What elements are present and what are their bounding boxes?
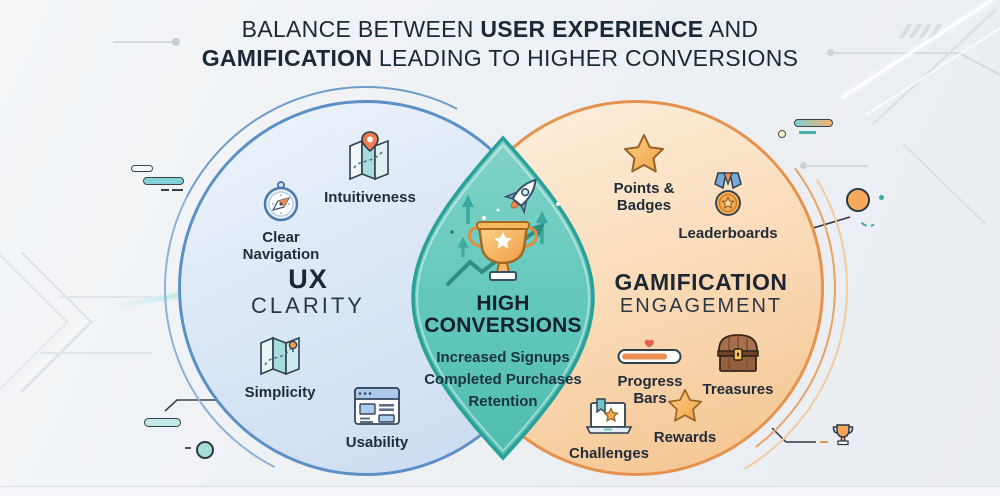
dash-decoration <box>799 131 816 134</box>
star-icon <box>623 133 665 178</box>
circuit-line <box>40 352 152 354</box>
list-item-points-badges: Points & Badges <box>599 133 689 215</box>
left-circle-title: UX <box>288 264 328 294</box>
center-item: Retention <box>468 393 538 410</box>
item-label: Simplicity <box>244 384 316 401</box>
list-item-intuitiveness: Intuitiveness <box>315 130 425 207</box>
item-label: Points & Badges <box>613 180 675 214</box>
speed-lines-decoration <box>131 165 153 172</box>
list-item-rewards: Rewards <box>650 388 720 447</box>
connector-line <box>771 427 816 443</box>
title-segment: AND <box>703 16 759 42</box>
item-label: Clear Navigation <box>242 229 320 263</box>
star-icon <box>667 388 703 427</box>
item-label: Intuitiveness <box>324 189 416 206</box>
ring-decoration <box>778 130 786 138</box>
circuit-line <box>60 296 152 298</box>
teal-dot-decoration <box>879 195 884 200</box>
circuit-line <box>806 165 868 167</box>
progress-bar-icon <box>617 336 683 371</box>
circuit-node <box>800 162 807 169</box>
left-circle-subtitle: CLARITY <box>251 293 365 318</box>
bottom-edge-strip <box>0 486 1000 496</box>
connector-line <box>810 216 851 230</box>
center-title-line2: CONVERSIONS <box>424 314 582 337</box>
list-item-challenges: Challenges <box>564 398 654 463</box>
laptop-challenge-icon <box>584 398 634 443</box>
list-item-simplicity: Simplicity <box>232 333 328 402</box>
connector-line <box>164 399 223 412</box>
list-item-usability: Usability <box>329 385 425 452</box>
circuit-line <box>902 143 987 225</box>
right-circle-title-block: GAMIFICATION ENGAGEMENT <box>595 270 807 319</box>
center-title: HIGH CONVERSIONS <box>413 293 593 337</box>
circuit-node <box>172 38 180 46</box>
teal-circle-decoration <box>196 441 214 459</box>
gradient-pill-decoration <box>794 119 833 127</box>
title-segment-bold: GAMIFICATION <box>201 45 373 71</box>
item-label: Leaderboards <box>678 225 778 242</box>
center-items-list: Increased Signups Completed Purchases Re… <box>408 347 598 413</box>
list-item-leaderboards: Leaderboards <box>673 172 783 243</box>
title-segment: BALANCE BETWEEN <box>241 16 481 42</box>
right-circle-subtitle: ENGAGEMENT <box>619 295 783 317</box>
dash-decoration <box>172 189 183 192</box>
trophy-icon <box>832 424 854 446</box>
item-label: Challenges <box>568 445 650 462</box>
dash-decoration <box>820 441 828 444</box>
circuit-node <box>827 49 834 56</box>
browser-window-icon <box>353 385 401 432</box>
venn-center-lens <box>411 135 595 461</box>
list-item-treasures: Treasures <box>694 332 782 399</box>
trophy-rocket-growth-icon <box>446 178 560 286</box>
orange-circle-decoration <box>846 188 870 212</box>
item-label: Treasures <box>702 381 774 398</box>
medal-icon <box>711 172 745 223</box>
page-title: BALANCE BETWEEN USER EXPERIENCE AND GAMI… <box>0 15 1000 73</box>
dash-decoration <box>161 189 169 192</box>
title-segment-bold: USER EXPERIENCE <box>480 16 704 42</box>
item-label: Progress Bars <box>617 373 683 407</box>
folded-map-route-icon <box>256 333 304 382</box>
item-label: Rewards <box>653 429 717 446</box>
item-label: Usability <box>345 434 409 451</box>
dash-decoration <box>185 447 191 449</box>
compass-icon <box>259 176 303 227</box>
circuit-line <box>833 52 961 54</box>
circuit-line <box>113 41 175 43</box>
left-circle-title-block: UX CLARITY <box>233 266 383 319</box>
treasure-chest-icon <box>714 332 762 379</box>
title-segment: LEADING TO HIGHER CONVERSIONS <box>372 45 799 71</box>
center-item: Completed Purchases <box>424 371 582 388</box>
folded-map-pin-icon <box>344 130 396 187</box>
teal-pill-decoration <box>144 418 181 427</box>
speed-lines-decoration <box>143 177 184 185</box>
center-item: Increased Signups <box>436 349 570 366</box>
list-item-progress-bars: Progress Bars <box>607 336 693 408</box>
center-title-line1: HIGH <box>476 292 530 315</box>
list-item-clear-navigation: Clear Navigation <box>231 176 331 264</box>
right-circle-title: GAMIFICATION <box>614 269 788 295</box>
